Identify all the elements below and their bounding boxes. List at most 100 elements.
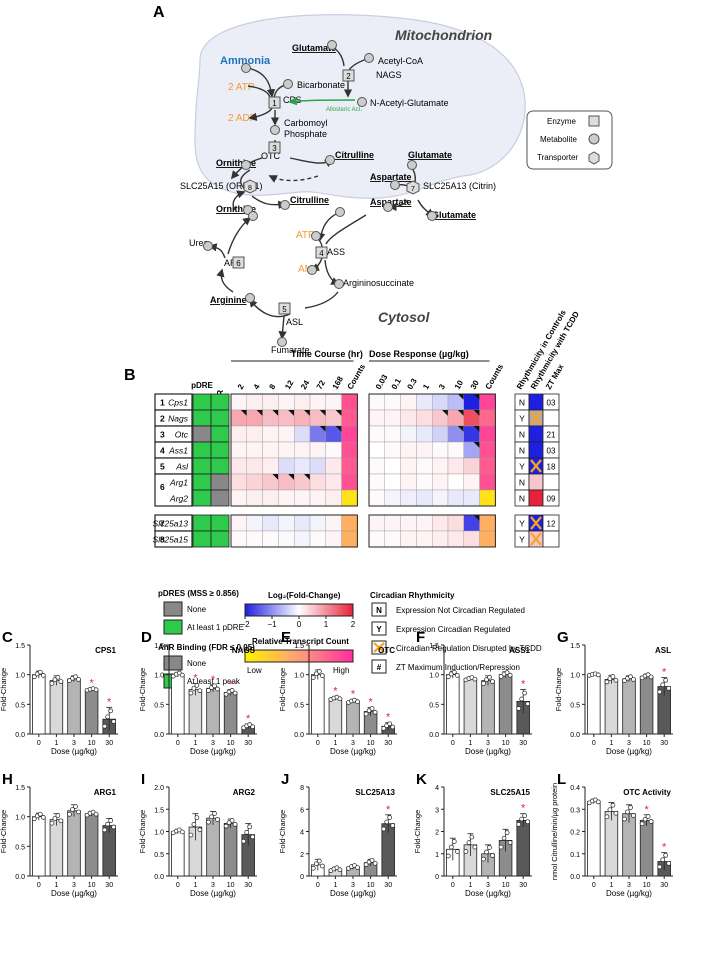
dose-cell [447,473,465,491]
time-frame [230,393,358,507]
time-cell [325,514,342,532]
x-tick-label: 1 [193,740,197,747]
pdre-cell [192,393,212,411]
data-point [387,815,393,820]
citrulline-c-label: Citrulline [290,195,329,205]
dose-col-label: 1 [421,382,431,391]
y-tick-label: 0 [300,874,304,881]
rhythm-tcdd-cell [528,489,544,507]
enzyme-ass: 4 [315,246,328,259]
nag-label: N-Acetyl-Glutamate [370,98,449,108]
ahr-cell [210,457,230,475]
x-axis-label: Dose (µg/kg) [606,747,652,756]
chart-title: ASL [655,646,671,655]
data-point [472,676,478,682]
row-number: 7 [160,519,165,529]
legend-n-box [371,602,387,617]
y-tick-label: 0.5 [570,702,580,709]
x-tick-label: 3 [211,882,215,889]
time-cell [325,489,342,507]
x-tick-label: 30 [244,740,252,747]
y-tick-label: 1.5 [570,643,580,650]
significance-star: * [662,842,667,854]
zt-value: 09 [547,495,556,504]
legend-log-title: Log₂(Fold-Change) [268,591,341,600]
data-point [108,818,114,823]
data-point [223,823,229,829]
data-point [55,674,61,680]
y-tick-label: 0.5 [429,702,439,709]
ahr-cell [210,530,230,548]
log-tick-label: −2 [240,620,250,629]
data-point [105,714,111,720]
data-point [660,857,666,863]
time-cell [294,425,311,443]
sig-corner [473,515,480,521]
data-point [206,819,211,825]
x-tick-label: 10 [88,882,96,889]
data-point [369,706,375,711]
y-tick-label: 4 [300,830,304,837]
data-point [241,838,247,844]
data-point [58,818,64,824]
data-point [188,832,194,838]
time-cell [309,393,327,411]
gene-group-box [154,530,193,548]
y-tick-label: 4 [435,785,439,792]
data-point [648,674,654,680]
nags-label: NAGS [376,70,402,80]
data-point [519,816,525,822]
chart-title: SLC25A15 [490,788,530,797]
y-tick-label: 6 [300,807,304,814]
enzyme-cps: 1 [268,96,281,109]
data-point [454,849,460,854]
legend-pdre-one: At least 1 pDRE [187,623,244,632]
sig-corner [304,410,310,416]
bar [171,831,185,877]
data-point [613,810,619,816]
gene-name: Cps1 [168,398,188,408]
y-axis-label: Fold-Change [138,810,147,853]
time-col-label: 72 [315,378,328,391]
y-tick-label: 1.0 [15,815,25,822]
data-point [52,816,58,821]
dose-count-cell [479,514,496,532]
data-point [52,677,58,683]
time-count-cell [341,441,358,459]
aspartate-c-label: Aspartate [370,197,412,207]
x-tick-label: 10 [502,740,510,747]
y-tick-label: 0.0 [294,732,304,739]
pdre-cell [192,441,212,459]
data-point [191,822,197,827]
x-tick-label: 1 [468,740,472,747]
significance-star: * [351,689,356,701]
sig-corner [272,474,279,480]
x-tick-label: 30 [660,740,668,747]
time-count-cell [341,409,358,427]
bar [328,698,343,735]
legend-rtc-high: High [333,666,349,675]
data-point [487,674,492,680]
time-title: Time Course (hr) [291,349,363,359]
legend-metabolite-label: Metabolite [540,135,577,144]
time-cell [309,530,327,548]
bar [622,678,636,735]
y-tick-label: 0.0 [429,732,439,739]
y-axis-label: Fold-Change [554,668,563,711]
bar [311,674,325,735]
time-cell [246,393,263,411]
svg-text:5: 5 [282,305,287,314]
x-tick-label: 0 [592,740,596,747]
disrupted-x-icon [530,532,542,546]
dose-cell [368,514,386,532]
disrupted-x-icon [530,516,542,530]
significance-star: * [193,673,198,685]
dose-cell [368,425,386,443]
bar [587,801,601,877]
time-cell [230,489,248,507]
time-count-cell [341,393,358,411]
